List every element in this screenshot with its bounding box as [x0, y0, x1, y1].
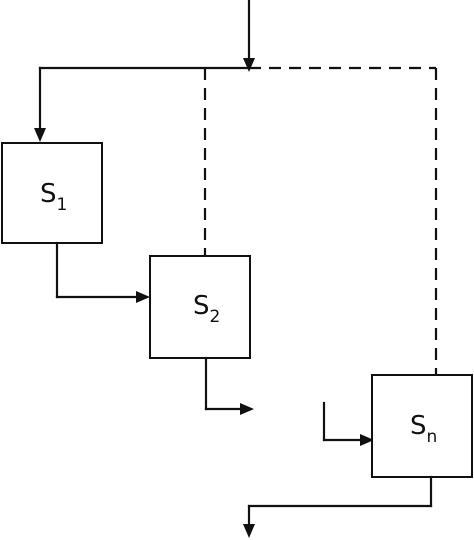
stage-s1-box — [1, 142, 103, 244]
sn-input-arrowhead — [360, 434, 374, 446]
final-output-arrowhead — [243, 524, 255, 538]
stage-sn-label: Sn — [410, 411, 437, 447]
stage-s2-box — [149, 255, 251, 359]
input-arrowhead — [243, 58, 255, 72]
feed-s1-arrowhead — [34, 128, 46, 142]
stage-sn-box — [371, 374, 473, 478]
stage-s2-label: S2 — [193, 291, 220, 327]
s1-to-s2-arrowhead — [136, 291, 150, 303]
stage-s1-label: S1 — [40, 179, 67, 215]
s2-output-arrowhead — [240, 403, 254, 415]
